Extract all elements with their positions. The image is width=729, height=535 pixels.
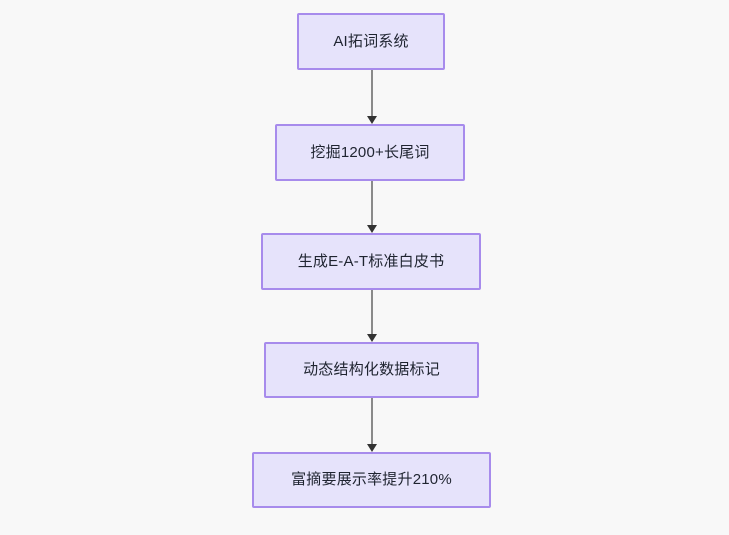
flowchart-node-4[interactable]: 动态结构化数据标记	[264, 342, 479, 398]
flowchart-node-2[interactable]: 挖掘1200+长尾词	[275, 124, 465, 181]
arrowhead-icon	[367, 334, 377, 342]
flowchart-node-5-label: 富摘要展示率提升210%	[291, 471, 452, 488]
connector-line	[371, 70, 373, 118]
flowchart-node-1-label: AI拓词系统	[333, 32, 409, 50]
connector-line	[371, 290, 373, 336]
connector-line	[371, 181, 373, 227]
flowchart-node-3[interactable]: 生成E-A-T标准白皮书	[261, 233, 481, 290]
flowchart-node-1[interactable]: AI拓词系统	[297, 13, 445, 70]
flowchart-node-3-label: 生成E-A-T标准白皮书	[297, 252, 445, 270]
arrowhead-icon	[367, 116, 377, 124]
flowchart-node-4-label: 动态结构化数据标记	[303, 361, 440, 378]
flowchart-node-5[interactable]: 富摘要展示率提升210%	[252, 452, 491, 508]
arrowhead-icon	[367, 225, 377, 233]
flowchart-node-2-label: 挖掘1200+长尾词	[310, 143, 430, 161]
connector-line	[371, 398, 373, 446]
arrowhead-icon	[367, 444, 377, 452]
